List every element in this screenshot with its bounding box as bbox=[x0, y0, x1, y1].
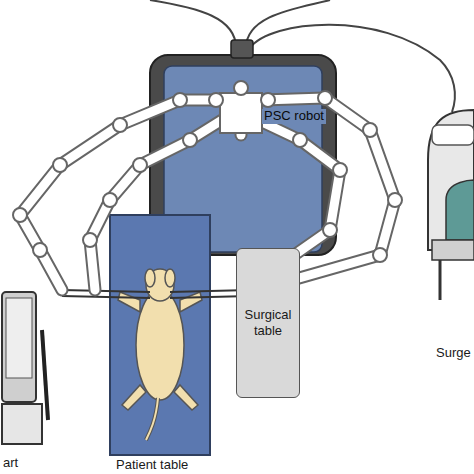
console-label: Surge bbox=[436, 346, 471, 361]
cart-label: art bbox=[3, 456, 18, 471]
arm-hub bbox=[220, 93, 262, 133]
robot-label: PSC robot bbox=[262, 109, 326, 124]
dog bbox=[118, 269, 202, 440]
robot-arms bbox=[20, 90, 395, 292]
surgeon-console bbox=[428, 110, 474, 300]
cable-port bbox=[231, 40, 253, 58]
box-text: Surgical table bbox=[241, 307, 295, 338]
arm-joints bbox=[13, 81, 402, 262]
table-box: Surgical table bbox=[236, 248, 300, 398]
patient-table bbox=[110, 215, 210, 455]
vision-cart bbox=[2, 292, 48, 444]
table-label: Patient table bbox=[116, 458, 188, 473]
